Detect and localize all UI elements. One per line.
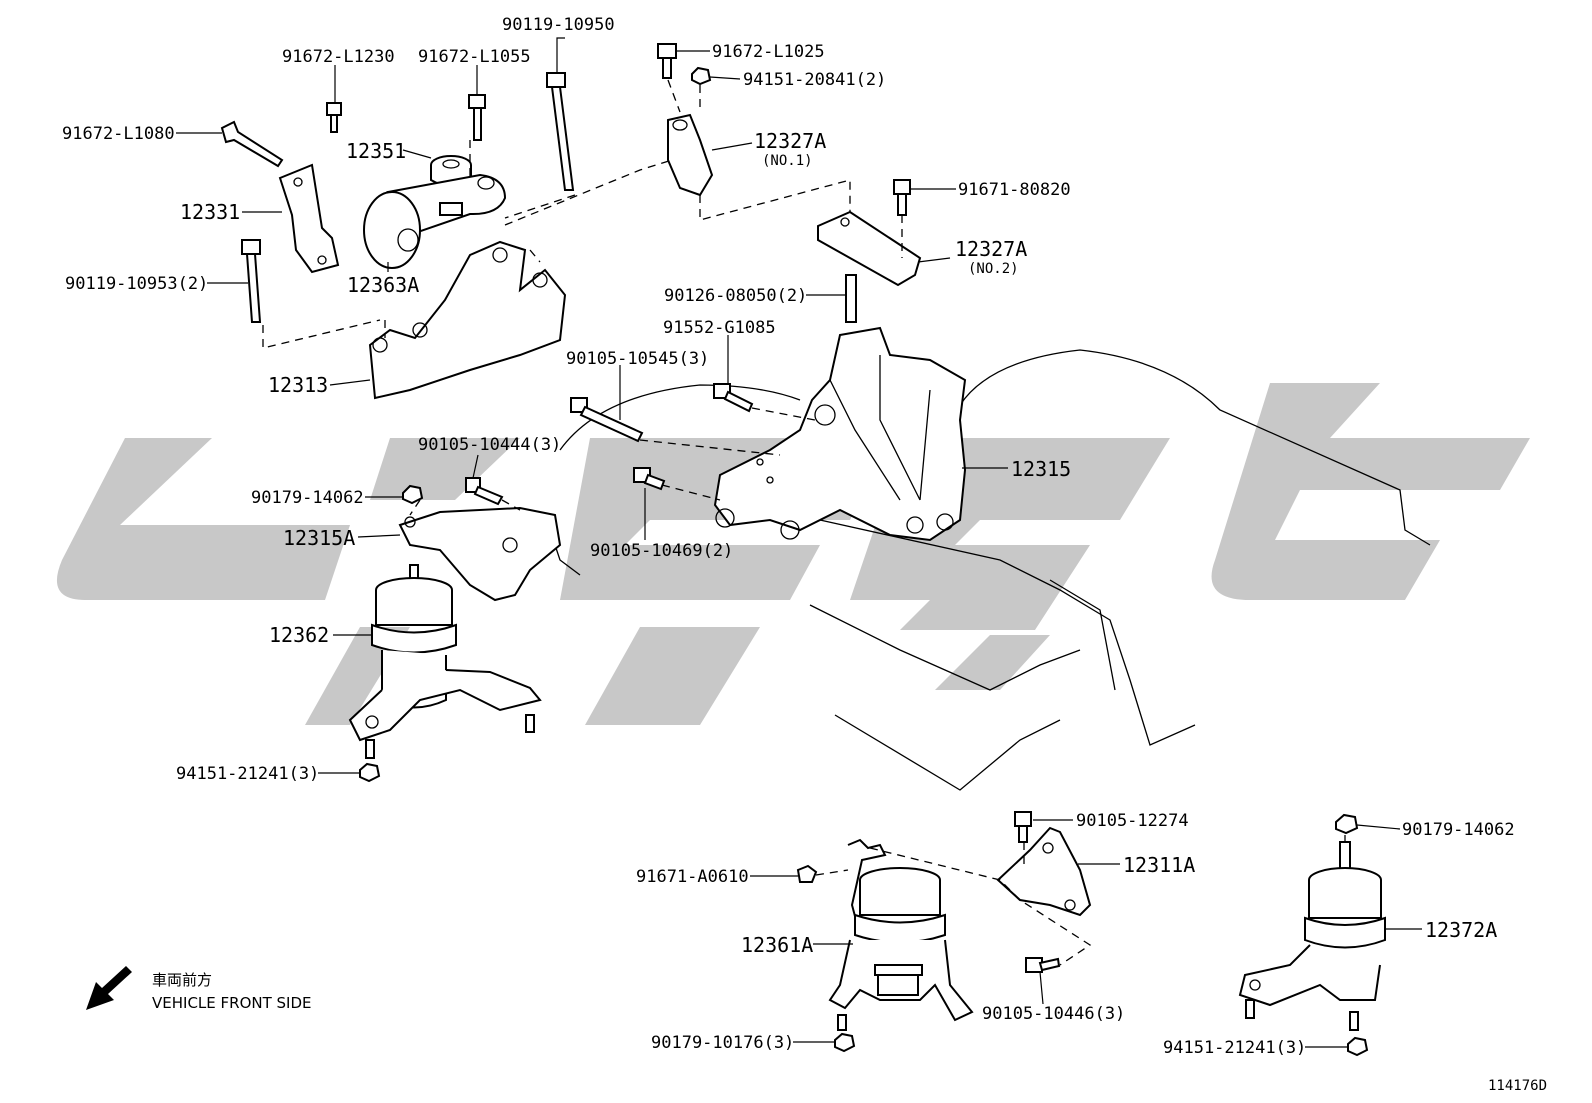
mount-12362: [348, 564, 542, 742]
bracket-12311A: [996, 826, 1092, 917]
part-label: 90105-10444(3): [418, 435, 561, 455]
direction-note-jp: 車両前方: [152, 971, 212, 989]
part-label: 12327A: [955, 237, 1027, 261]
bracket-12331: [278, 163, 340, 274]
bolt-90105-10469: [633, 467, 666, 491]
stud-90126-08050: [845, 274, 857, 323]
mount-12372A: [1238, 841, 1386, 1007]
part-label: 91672-L1055: [418, 47, 531, 67]
part-label: 12313: [268, 373, 328, 397]
bolt-91671-80820: [893, 179, 911, 216]
bracket-12315A: [398, 506, 562, 602]
part-label: 12327A: [754, 129, 826, 153]
part-label: 12363A: [347, 273, 419, 297]
nut-90179-14062-left: [402, 484, 424, 505]
part-label: 90179-14062: [251, 488, 364, 508]
part-label: 94151-20841(2): [743, 70, 886, 90]
part-label: 90105-10446(3): [982, 1004, 1125, 1024]
part-label: 12372A: [1425, 918, 1497, 942]
part-label: 90105-12274: [1076, 811, 1189, 831]
nut-94151-21241-right: [1245, 999, 1369, 1057]
part-label: (NO.1): [762, 153, 813, 169]
part-label: 90179-14062: [1402, 820, 1515, 840]
torque-rod-12363A: [363, 173, 507, 269]
bolt-91672-L1230: [326, 102, 342, 133]
part-label: 90105-10469(2): [590, 541, 733, 561]
nut-90179-10176: [834, 1014, 856, 1053]
part-label: 90105-10545(3): [566, 349, 709, 369]
bolt-91552-G1085: [713, 383, 754, 413]
bracket-12327A-no1: [667, 113, 714, 197]
bolt-90105-10446: [1025, 957, 1061, 973]
nut-94151-21241-left: [359, 762, 381, 783]
diagram-id-code: 114176D: [1488, 1078, 1547, 1094]
part-label: 12315: [1011, 457, 1071, 481]
bolt-90119-10950: [546, 72, 575, 191]
bolt-91671-A0610: [796, 864, 818, 883]
bracket-12313: [368, 240, 567, 400]
part-label: 91672-L1230: [282, 47, 395, 67]
nut-90179-14062-right: [1335, 813, 1359, 835]
bolt-90105-10545: [570, 397, 644, 443]
part-label: (NO.2): [968, 261, 1019, 277]
part-label: 91671-A0610: [636, 867, 749, 887]
leader-lines: [176, 37, 1422, 1048]
part-label: 12315A: [283, 526, 355, 550]
direction-note-en: VEHICLE FRONT SIDE: [152, 994, 312, 1012]
bracket-12315: [713, 326, 967, 542]
part-label: 91672-L1025: [712, 42, 825, 62]
part-label: 90119-10950: [502, 15, 615, 35]
part-label: 12351: [346, 139, 406, 163]
bolt-91672-L1025: [657, 43, 677, 79]
stud-mount-12362: [365, 714, 535, 759]
bolt-90105-10444: [465, 477, 504, 506]
part-label: 94151-21241(3): [1163, 1038, 1306, 1058]
part-label: 90179-10176(3): [651, 1033, 794, 1053]
part-label: 12361A: [741, 933, 813, 957]
bolt-90119-10953: [241, 239, 262, 323]
part-label: 91671-80820: [958, 180, 1071, 200]
bolt-91672-L1055: [468, 94, 486, 141]
bolt-90105-12274: [1014, 811, 1032, 843]
assembly-lines: [262, 79, 1346, 966]
mount-12361A: [828, 838, 974, 1022]
bolt-91672-L1080: [220, 120, 284, 168]
part-label: 12331: [180, 200, 240, 224]
part-label: 90126-08050(2): [664, 286, 807, 306]
part-label: 91552-G1085: [663, 318, 776, 338]
front-direction-arrow-icon: [86, 966, 132, 1010]
part-label: 90119-10953(2): [65, 274, 208, 294]
part-label: 12311A: [1123, 853, 1195, 877]
bracket-12327A-no2: [817, 210, 922, 287]
part-label: 91672-L1080: [62, 124, 175, 144]
nut-94151-20841: [691, 66, 712, 86]
part-label: 12362: [269, 623, 329, 647]
part-label: 94151-21241(3): [176, 764, 319, 784]
part-labels: 90119-10950 91672-L1230 91672-L1055 9167…: [62, 15, 1515, 1058]
